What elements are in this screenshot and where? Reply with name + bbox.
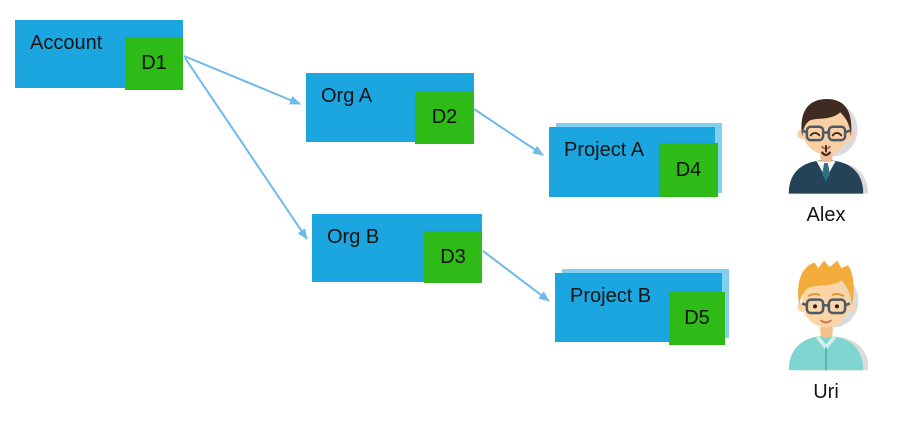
node-org-b-label: Org B [327, 226, 380, 248]
edge-d2-proja [473, 108, 544, 156]
node-project-b-label: Project B [570, 285, 652, 307]
node-account: Account D1 [15, 20, 183, 90]
badge-d1: D1 [125, 37, 183, 90]
node-project-b: Project B D5 [555, 273, 725, 345]
user-name-alex: Alex [806, 204, 846, 226]
edge-d3-projb [482, 250, 550, 302]
user-alex: Alex [781, 91, 871, 227]
man-blonde-hair-glasses-avatar-icon [788, 260, 868, 371]
badge-d2: D2 [415, 91, 474, 144]
node-project-a-label: Project A [564, 139, 645, 161]
node-org-b: Org B D3 [312, 214, 482, 283]
badge-d5: D5 [669, 292, 725, 345]
node-project-a: Project A D4 [549, 127, 718, 197]
node-account-label: Account [30, 32, 103, 54]
edge-d1-orga [183, 55, 301, 105]
badge-d3: D3 [424, 231, 482, 283]
badge-d4: D4 [659, 143, 718, 197]
man-dark-hair-glasses-avatar-icon [788, 99, 869, 194]
user-name-uri: Uri [813, 381, 839, 403]
node-org-a: Org A D2 [306, 73, 474, 144]
user-uri: Uri [781, 254, 871, 404]
node-org-a-label: Org A [321, 85, 373, 107]
edge-d1-orgb [184, 57, 308, 240]
